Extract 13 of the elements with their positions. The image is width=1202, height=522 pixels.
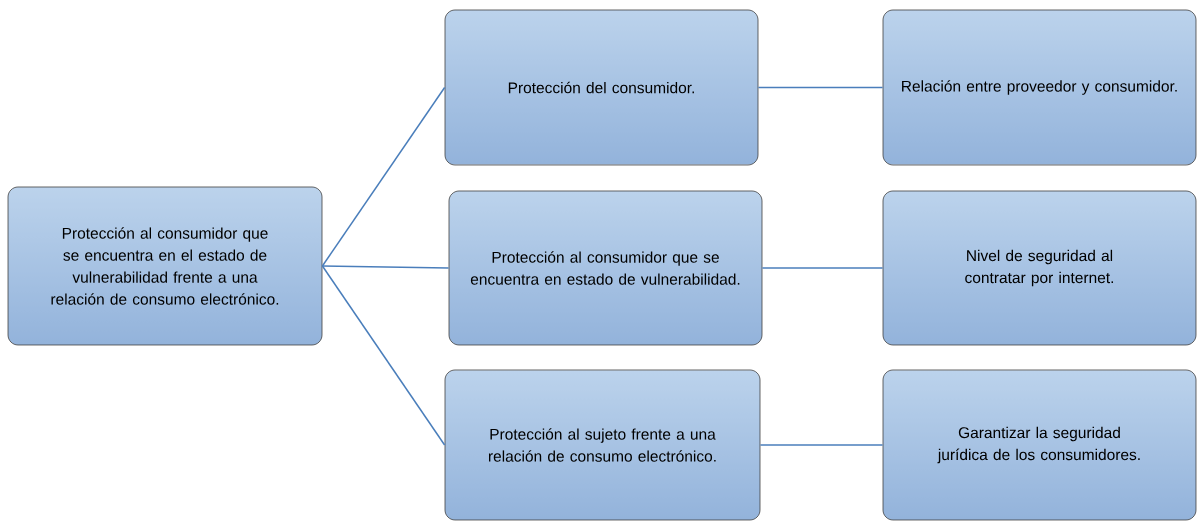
connector-line xyxy=(757,86,884,89)
process-box: Protección al consumidor que se encuentra en estado de vulnerabilidad. xyxy=(448,190,763,346)
process-box: Protección al consumidor que se encuentra en el estado de vulnerabilidad frente a una relación de consumo electrónico. xyxy=(7,186,323,346)
process-box: Nivel de seguridad al contratar por internet. xyxy=(882,190,1197,346)
connector-line xyxy=(761,267,884,269)
connector-line xyxy=(321,86,446,267)
connector-line xyxy=(759,444,884,446)
process-box: Protección al sujeto frente a una relación de consumo electrónico. xyxy=(444,369,761,521)
connector-line xyxy=(321,265,446,446)
process-box: Relación entre proveedor y consumidor. xyxy=(882,9,1197,166)
connector-line xyxy=(321,265,450,269)
process-box: Garantizar la seguridad jurídica de los consumidores. xyxy=(882,369,1197,521)
process-box: Protección del consumidor. xyxy=(444,9,759,166)
